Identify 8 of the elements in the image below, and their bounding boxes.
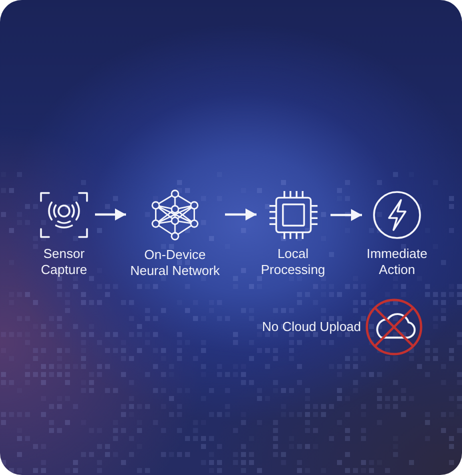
step-label: Local Processing: [260, 246, 326, 278]
step-label: On-Device Neural Network: [129, 247, 221, 279]
arrow: [95, 208, 126, 220]
arrow: [330, 209, 362, 221]
note-text: No Cloud Upload: [262, 319, 362, 335]
step-label: Immediate Action: [366, 246, 428, 278]
arrow: [225, 208, 256, 220]
step-label: Sensor Capture: [40, 246, 88, 278]
